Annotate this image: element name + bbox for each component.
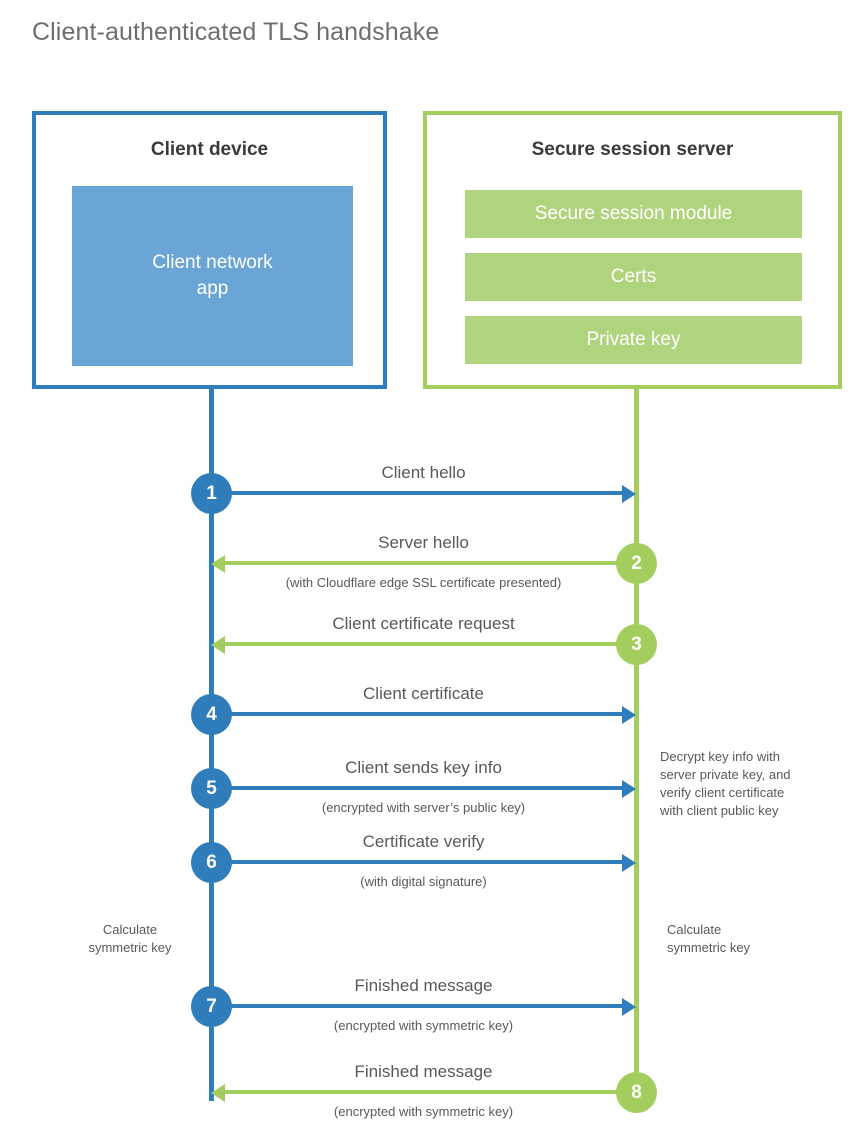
page-title: Client-authenticated TLS handshake	[32, 18, 440, 46]
step-4-label: Client certificate	[363, 684, 484, 703]
step-2-sublabel: (with Cloudflare edge SSL certificate pr…	[285, 575, 562, 590]
client-lifeline	[209, 389, 214, 1101]
step-3-badge: 3	[616, 624, 657, 665]
step-1-arrowhead-icon	[622, 485, 636, 503]
step-7-sublabel: (encrypted with symmetric key)	[333, 1018, 514, 1033]
step-7-arrow	[211, 1004, 622, 1008]
server-calculate-annotation: Calculate symmetric key	[667, 922, 751, 955]
step-2-label: Server hello	[378, 533, 469, 552]
step-2-arrowhead-icon	[211, 555, 225, 573]
step-7-arrowhead-icon	[622, 998, 636, 1016]
step-3-arrow	[225, 642, 636, 646]
step-2-arrow	[225, 561, 636, 565]
secure-session-server-title: Secure session server	[531, 139, 734, 160]
client-calculate-annotation: Calculate symmetric key	[88, 922, 172, 955]
step-5-badge: 5	[191, 768, 232, 809]
step-8-arrow	[225, 1090, 636, 1094]
step-5-arrow	[211, 786, 622, 790]
step-8-badge: 8	[616, 1072, 657, 1113]
step-8-label: Finished message	[354, 1062, 493, 1081]
step-6-label: Certificate verify	[362, 832, 485, 851]
step-5-label: Client sends key info	[345, 758, 502, 777]
client-device-title: Client device	[150, 139, 269, 160]
step-6-badge: 6	[191, 842, 232, 883]
server-module-private-key: Private key	[465, 316, 802, 364]
step-1-arrow	[211, 491, 622, 495]
step-3-label: Client certificate request	[332, 614, 515, 633]
step-2-badge: 2	[616, 543, 657, 584]
client-network-app-block: Client network app	[72, 186, 353, 366]
step-5-sublabel: (encrypted with server’s public key)	[321, 800, 526, 815]
step-7-label: Finished message	[354, 976, 493, 995]
step-7-badge: 7	[191, 986, 232, 1027]
server-decrypt-annotation: Decrypt key info with server private key…	[660, 749, 791, 818]
server-module-certs: Certs	[465, 253, 802, 301]
server-module-secure-session-module: Secure session module	[465, 190, 802, 238]
secure-session-server-box: Secure session server Secure session mod…	[423, 111, 842, 389]
step-6-arrowhead-icon	[622, 854, 636, 872]
step-5-arrowhead-icon	[622, 780, 636, 798]
step-8-arrowhead-icon	[211, 1084, 225, 1102]
step-3-arrowhead-icon	[211, 636, 225, 654]
step-4-badge: 4	[191, 694, 232, 735]
step-1-badge: 1	[191, 473, 232, 514]
client-device-box: Client device Client network app	[32, 111, 387, 389]
step-1-label: Client hello	[381, 463, 466, 482]
step-8-sublabel: (encrypted with symmetric key)	[333, 1104, 514, 1119]
step-4-arrowhead-icon	[622, 706, 636, 724]
step-4-arrow	[211, 712, 622, 716]
server-lifeline	[634, 389, 639, 1092]
step-6-arrow	[211, 860, 622, 864]
step-6-sublabel: (with digital signature)	[360, 874, 487, 889]
